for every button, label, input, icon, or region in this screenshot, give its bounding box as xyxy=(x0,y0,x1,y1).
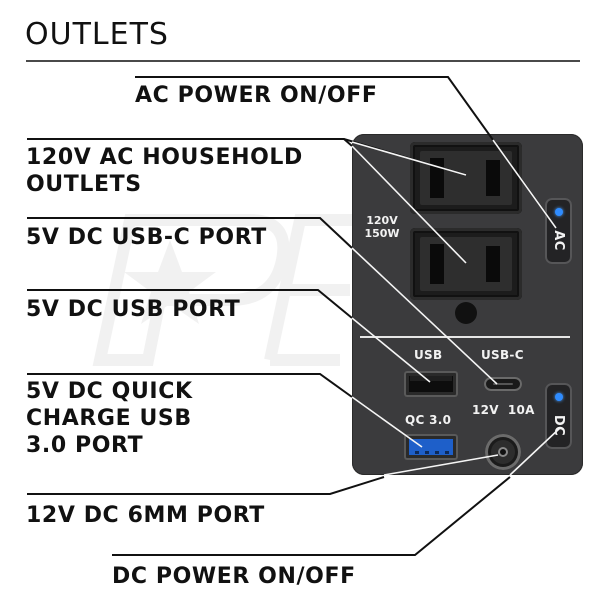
outlet-face xyxy=(420,237,512,291)
star-icon xyxy=(124,240,216,324)
callout-qc-line3: 3.0 PORT xyxy=(26,433,144,458)
callout-ac-outlets-line1: 120V AC HOUSEHOLD xyxy=(26,145,303,170)
dc-rating: 12V 10A xyxy=(472,403,535,417)
panel-screw-hole xyxy=(455,302,477,324)
usb-label: USB xyxy=(414,348,443,362)
dc-led-indicator xyxy=(555,393,563,401)
callout-usb-c: 5V DC USB-C PORT xyxy=(26,225,267,250)
callout-ac-power: AC POWER ON/OFF xyxy=(135,83,378,108)
outlet-slot-neutral xyxy=(430,158,444,198)
ac-rating: 120V 150W xyxy=(360,214,404,240)
qc-usb-port[interactable] xyxy=(404,434,458,460)
heading-divider xyxy=(26,60,580,62)
outlet-slot-hot xyxy=(486,246,500,282)
usb-c-label: USB-C xyxy=(481,348,524,362)
leader-dc-6mm xyxy=(27,476,385,495)
callout-qc-line1: 5V DC QUICK xyxy=(26,379,193,404)
usb-a-port[interactable] xyxy=(404,371,458,397)
ac-rating-wattage: 150W xyxy=(364,227,400,240)
ac-switch-label: AC xyxy=(550,229,566,251)
dc-switch-label: DC xyxy=(551,414,566,436)
ac-power-switch[interactable]: AC xyxy=(545,198,572,264)
callout-dc-power: DC POWER ON/OFF xyxy=(112,564,356,589)
outlet-slot-neutral xyxy=(430,244,444,284)
callout-qc: 5V DC QUICK CHARGE USB 3.0 PORT xyxy=(26,378,193,459)
outlet-face xyxy=(420,151,512,205)
callout-dc-6mm: 12V DC 6MM PORT xyxy=(26,503,265,528)
section-heading: OUTLETS xyxy=(25,17,169,52)
panel-divider xyxy=(360,336,570,338)
callout-ac-outlets: 120V AC HOUSEHOLD OUTLETS xyxy=(26,144,303,198)
callout-ac-outlets-line2: OUTLETS xyxy=(26,172,142,197)
ac-outlet-bottom xyxy=(410,228,522,300)
ac-led-indicator xyxy=(555,208,563,216)
usb-tongue xyxy=(410,376,452,381)
outlet-slot-hot xyxy=(486,160,500,196)
qc-label: QC 3.0 xyxy=(405,413,452,427)
dc-6mm-jack[interactable] xyxy=(485,434,521,470)
usb-c-port[interactable] xyxy=(484,377,522,391)
ac-rating-voltage: 120V xyxy=(366,214,398,227)
callout-qc-line2: CHARGE USB xyxy=(26,406,192,431)
leader-ac-outlets-branch xyxy=(343,138,353,147)
ac-outlet-top xyxy=(410,142,522,214)
dc-power-switch[interactable]: DC xyxy=(545,383,572,449)
callout-usb: 5V DC USB PORT xyxy=(26,297,241,322)
